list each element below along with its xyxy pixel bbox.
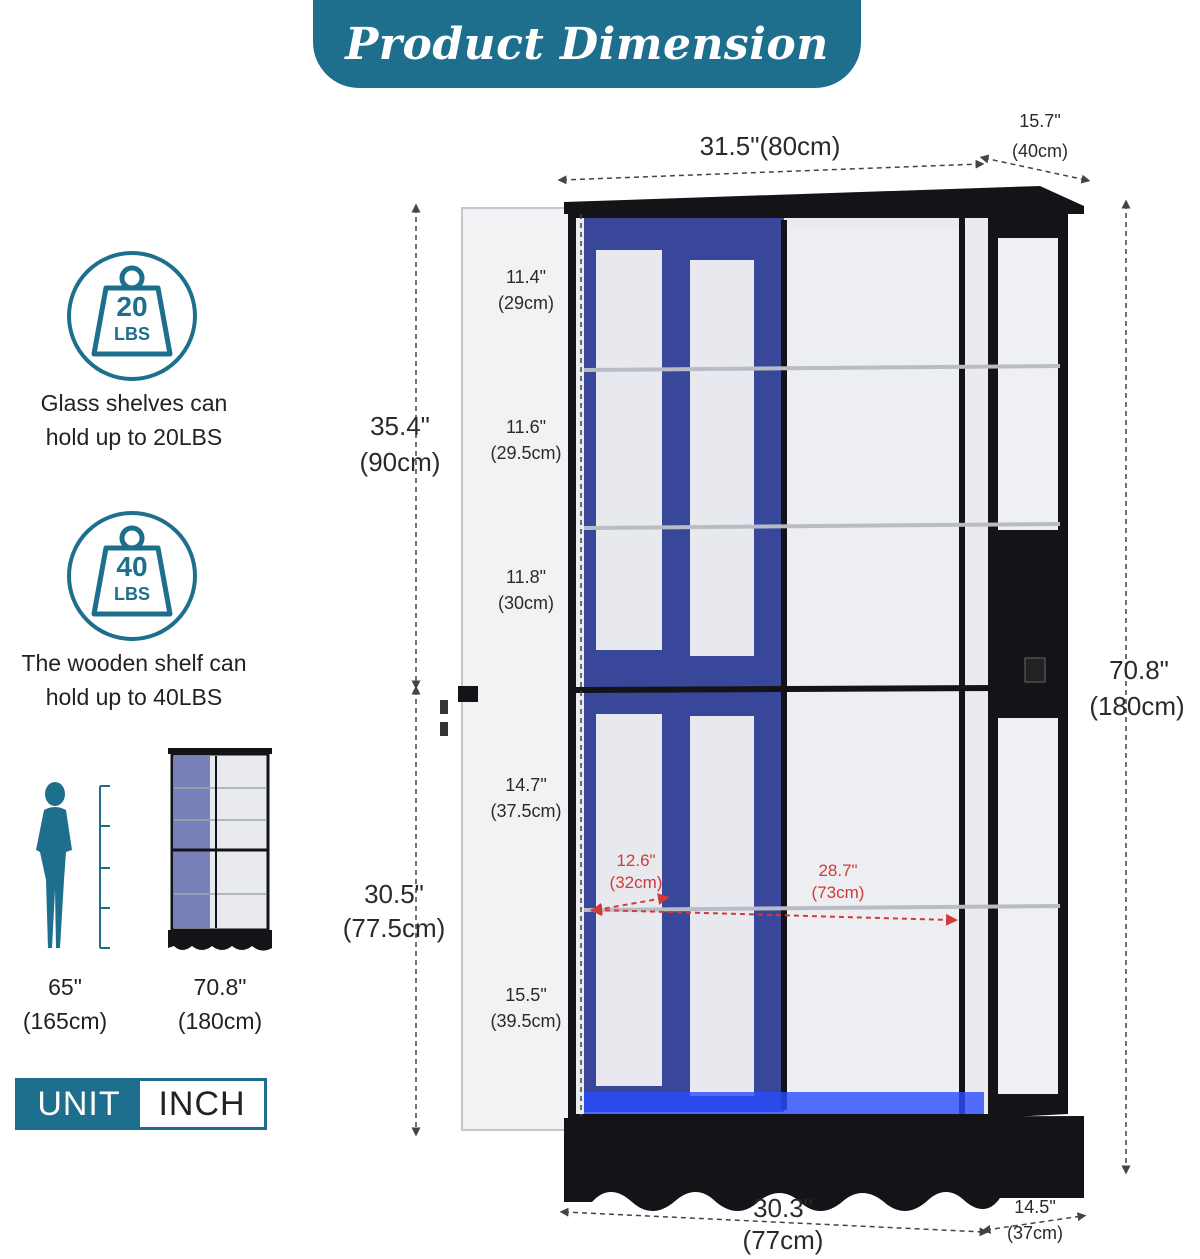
dim-shelf-height-cm: (29cm) [497,293,554,313]
person-height: 65" [48,974,82,1000]
dim-upper-height-cm: (90cm) [359,447,441,477]
dim-shelf-height: 11.4" [505,267,547,287]
page-title: Product Dimension [345,18,829,70]
person-height-cm: (165cm) [22,1008,108,1034]
dim-upper-height: 35.4" [370,411,430,441]
dim-lower-height: 30.5" [364,879,424,909]
dim-top-depth-cm: (40cm) [1011,141,1068,161]
weight-unit: LBS [114,584,150,604]
cabinet-height: 70.8" [193,974,247,1000]
dim-top-width: 31.5"(80cm) [699,131,841,161]
weight-unit: LBS [114,324,150,344]
dim-total-height: 70.8" [1109,655,1169,685]
weight-caption-line: Glass shelves can [40,390,228,416]
dim-bottom-width: 30.3" [753,1193,813,1223]
cabinet-illustration [411,154,1131,1237]
dim-total-height-cm: (180cm) [1089,691,1185,721]
weight-caption-line: hold up to 40LBS [45,684,223,710]
weight-caption-line: hold up to 20LBS [45,424,223,450]
dim-shelf-height-cm: (39.5cm) [490,1011,562,1031]
dim-bottom-depth: 14.5" [1014,1197,1056,1217]
weight-icon [67,251,197,381]
dim-lower-height-cm: (77.5cm) [342,913,446,943]
cabinet-thumbnail [168,748,272,951]
weight-caption-line: The wooden shelf can [21,650,247,676]
person-silhouette-icon [36,782,110,949]
unit-badge: UNIT INCH [15,1078,267,1130]
dim-shelf-height: 11.6" [505,417,547,437]
dim-shelf-height-cm: (30cm) [497,593,554,613]
dim-shelf-height: 11.8" [505,567,547,587]
dim-inner-depth-cm: (32cm) [609,873,663,892]
dim-inner-depth: 12.6" [616,851,656,870]
dim-bottom-width-cm: (77cm) [742,1225,824,1255]
dim-shelf-height: 15.5" [505,985,547,1005]
dim-inner-width-cm: (73cm) [811,883,865,902]
dim-shelf-height: 14.7" [505,775,547,795]
dim-shelf-height-cm: (37.5cm) [490,801,562,821]
unit-label: UNIT [18,1081,140,1127]
unit-value: INCH [158,1084,246,1123]
dim-shelf-height-cm: (29.5cm) [490,443,562,463]
weight-icon [67,511,197,641]
weight-number: 20 [116,291,148,322]
dim-bottom-depth-cm: (37cm) [1006,1223,1063,1243]
title-banner: Product Dimension [313,0,861,88]
dim-inner-width: 28.7" [818,861,858,880]
dim-top-depth: 15.7" [1019,111,1061,131]
weight-number: 40 [116,551,148,582]
cabinet-height-cm: (180cm) [177,1008,263,1034]
